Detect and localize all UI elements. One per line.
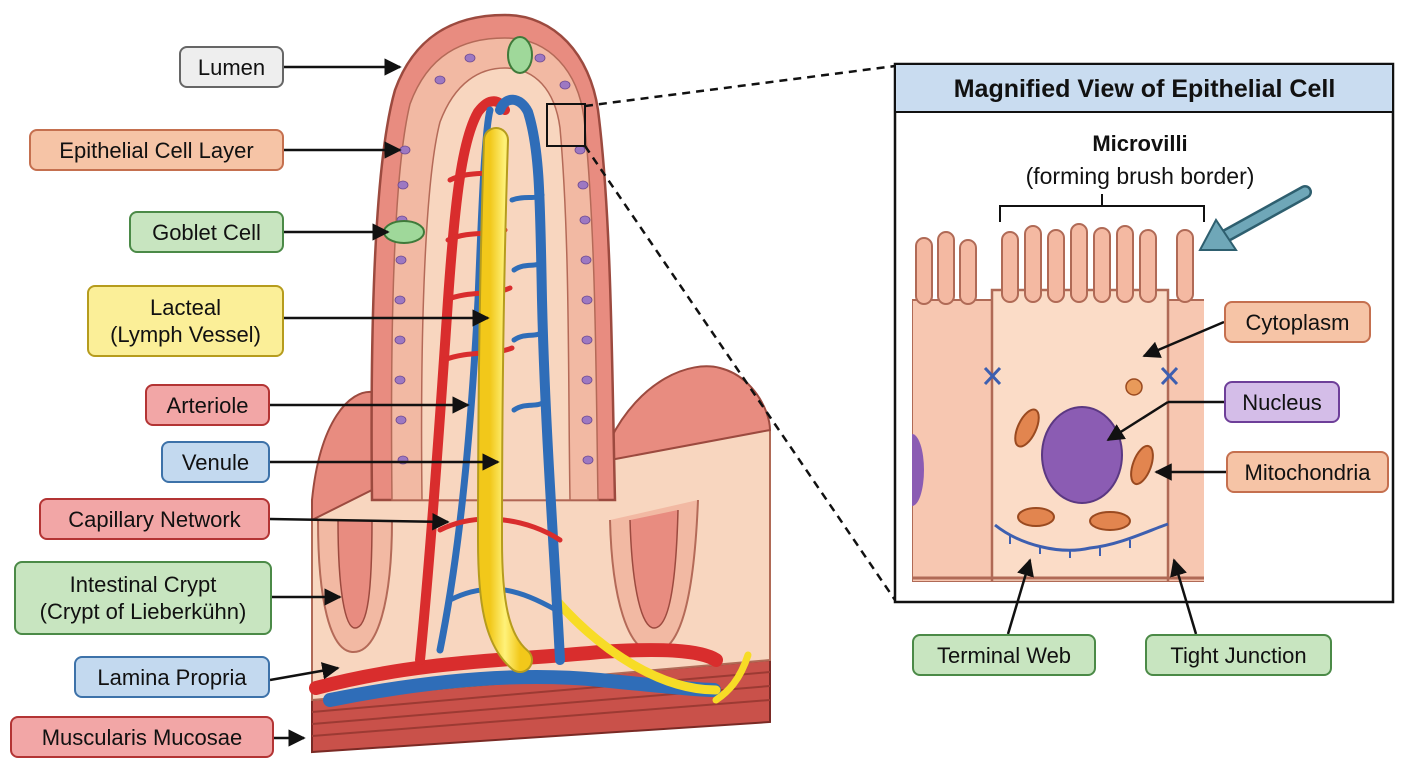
label-capillary-network-text: Capillary Network (68, 506, 241, 532)
label-muscularis-mucosae-text: Muscularis Mucosae (41, 724, 243, 750)
label-goblet-cell-text: Goblet Cell (152, 219, 261, 245)
crypts (317, 499, 699, 654)
label-goblet-cell: Goblet Cell (129, 211, 284, 253)
label-venule-text: Venule (181, 449, 250, 475)
label-lamina-propria-text: Lamina Propria (97, 664, 247, 690)
label-lacteal: Lacteal (Lymph Vessel) (87, 285, 284, 357)
label-intestinal-crypt-line1: Intestinal Crypt (69, 572, 217, 597)
label-mitochondria-text: Mitochondria (1244, 459, 1371, 485)
label-muscularis-mucosae: Muscularis Mucosae (10, 716, 274, 758)
microvilli-arrow (1198, 185, 1312, 251)
label-nucleus-text: Nucleus (1242, 389, 1322, 415)
label-epithelial-cell-layer-text: Epithelial Cell Layer (59, 137, 254, 163)
label-tight-junction: Tight Junction (1145, 634, 1332, 676)
label-arteriole-text: Arteriole (166, 392, 249, 418)
microvilli-title: Microvilli (1092, 131, 1188, 156)
label-tight-junction-text: Tight Junction (1170, 642, 1307, 668)
label-terminal-web-text: Terminal Web (936, 642, 1072, 668)
label-venule: Venule (161, 441, 270, 483)
label-cytoplasm-text: Cytoplasm (1245, 309, 1350, 335)
label-mitochondria: Mitochondria (1226, 451, 1389, 493)
label-epithelial-cell-layer: Epithelial Cell Layer (29, 129, 284, 171)
magnified-view-title: Magnified View of Epithelial Cell (953, 74, 1336, 103)
label-intestinal-crypt: Intestinal Crypt (Crypt of Lieberkühn) (14, 561, 272, 635)
label-cytoplasm: Cytoplasm (1224, 301, 1371, 343)
label-lacteal-line1: Lacteal (150, 295, 221, 320)
label-nucleus: Nucleus (1224, 381, 1340, 423)
nucleus-shape (1041, 406, 1123, 504)
label-lumen: Lumen (179, 46, 284, 88)
label-lumen-text: Lumen (197, 54, 266, 80)
magnify-region (546, 103, 586, 147)
label-terminal-web: Terminal Web (912, 634, 1096, 676)
magnified-panel (893, 62, 1395, 604)
label-capillary-network: Capillary Network (39, 498, 270, 540)
label-lamina-propria: Lamina Propria (74, 656, 270, 698)
label-lacteal-line2: (Lymph Vessel) (110, 322, 261, 347)
microvilli-subtitle: (forming brush border) (1025, 163, 1255, 189)
label-intestinal-crypt-line2: (Crypt of Lieberkühn) (39, 599, 247, 624)
label-arteriole: Arteriole (145, 384, 270, 426)
